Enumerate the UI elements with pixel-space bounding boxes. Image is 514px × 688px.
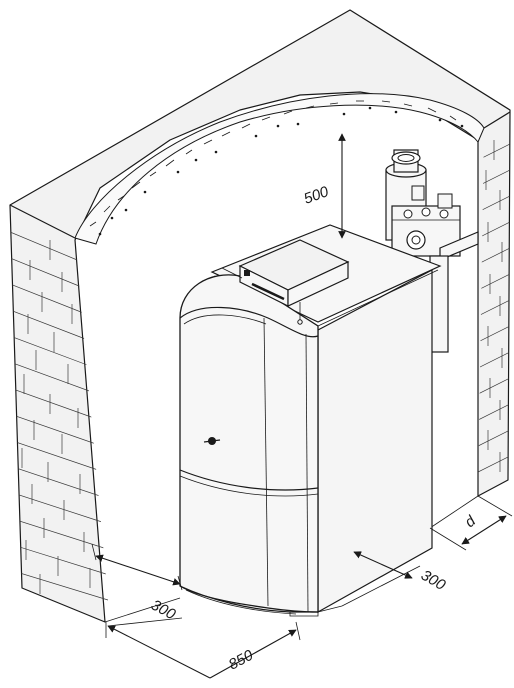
left-clearance-label: 300 xyxy=(148,597,179,624)
control-unit xyxy=(221,239,350,325)
dimension-rear-distance: d xyxy=(429,495,513,551)
flue-connection-assembly xyxy=(385,149,479,353)
door-handle-icon xyxy=(203,437,221,445)
boiler-side-panel xyxy=(317,269,433,614)
right-pillar-bricks xyxy=(478,140,510,473)
right-clearance-label: 300 xyxy=(418,567,449,595)
dimension-front-depth: 850 xyxy=(105,617,301,679)
wall-outer xyxy=(9,9,511,623)
insulation-arch xyxy=(74,93,485,245)
top-clearance-label: 500 xyxy=(302,183,332,208)
wall-niche xyxy=(9,9,511,623)
rear-distance-label: d xyxy=(462,512,480,531)
door-split-line xyxy=(179,469,319,491)
front-depth-label: 850 xyxy=(226,646,257,673)
boiler-front-body xyxy=(179,274,319,613)
insulation-texture xyxy=(89,100,464,236)
dimension-top-clearance: 500 xyxy=(302,133,346,239)
left-pillar-bricks xyxy=(10,231,109,601)
